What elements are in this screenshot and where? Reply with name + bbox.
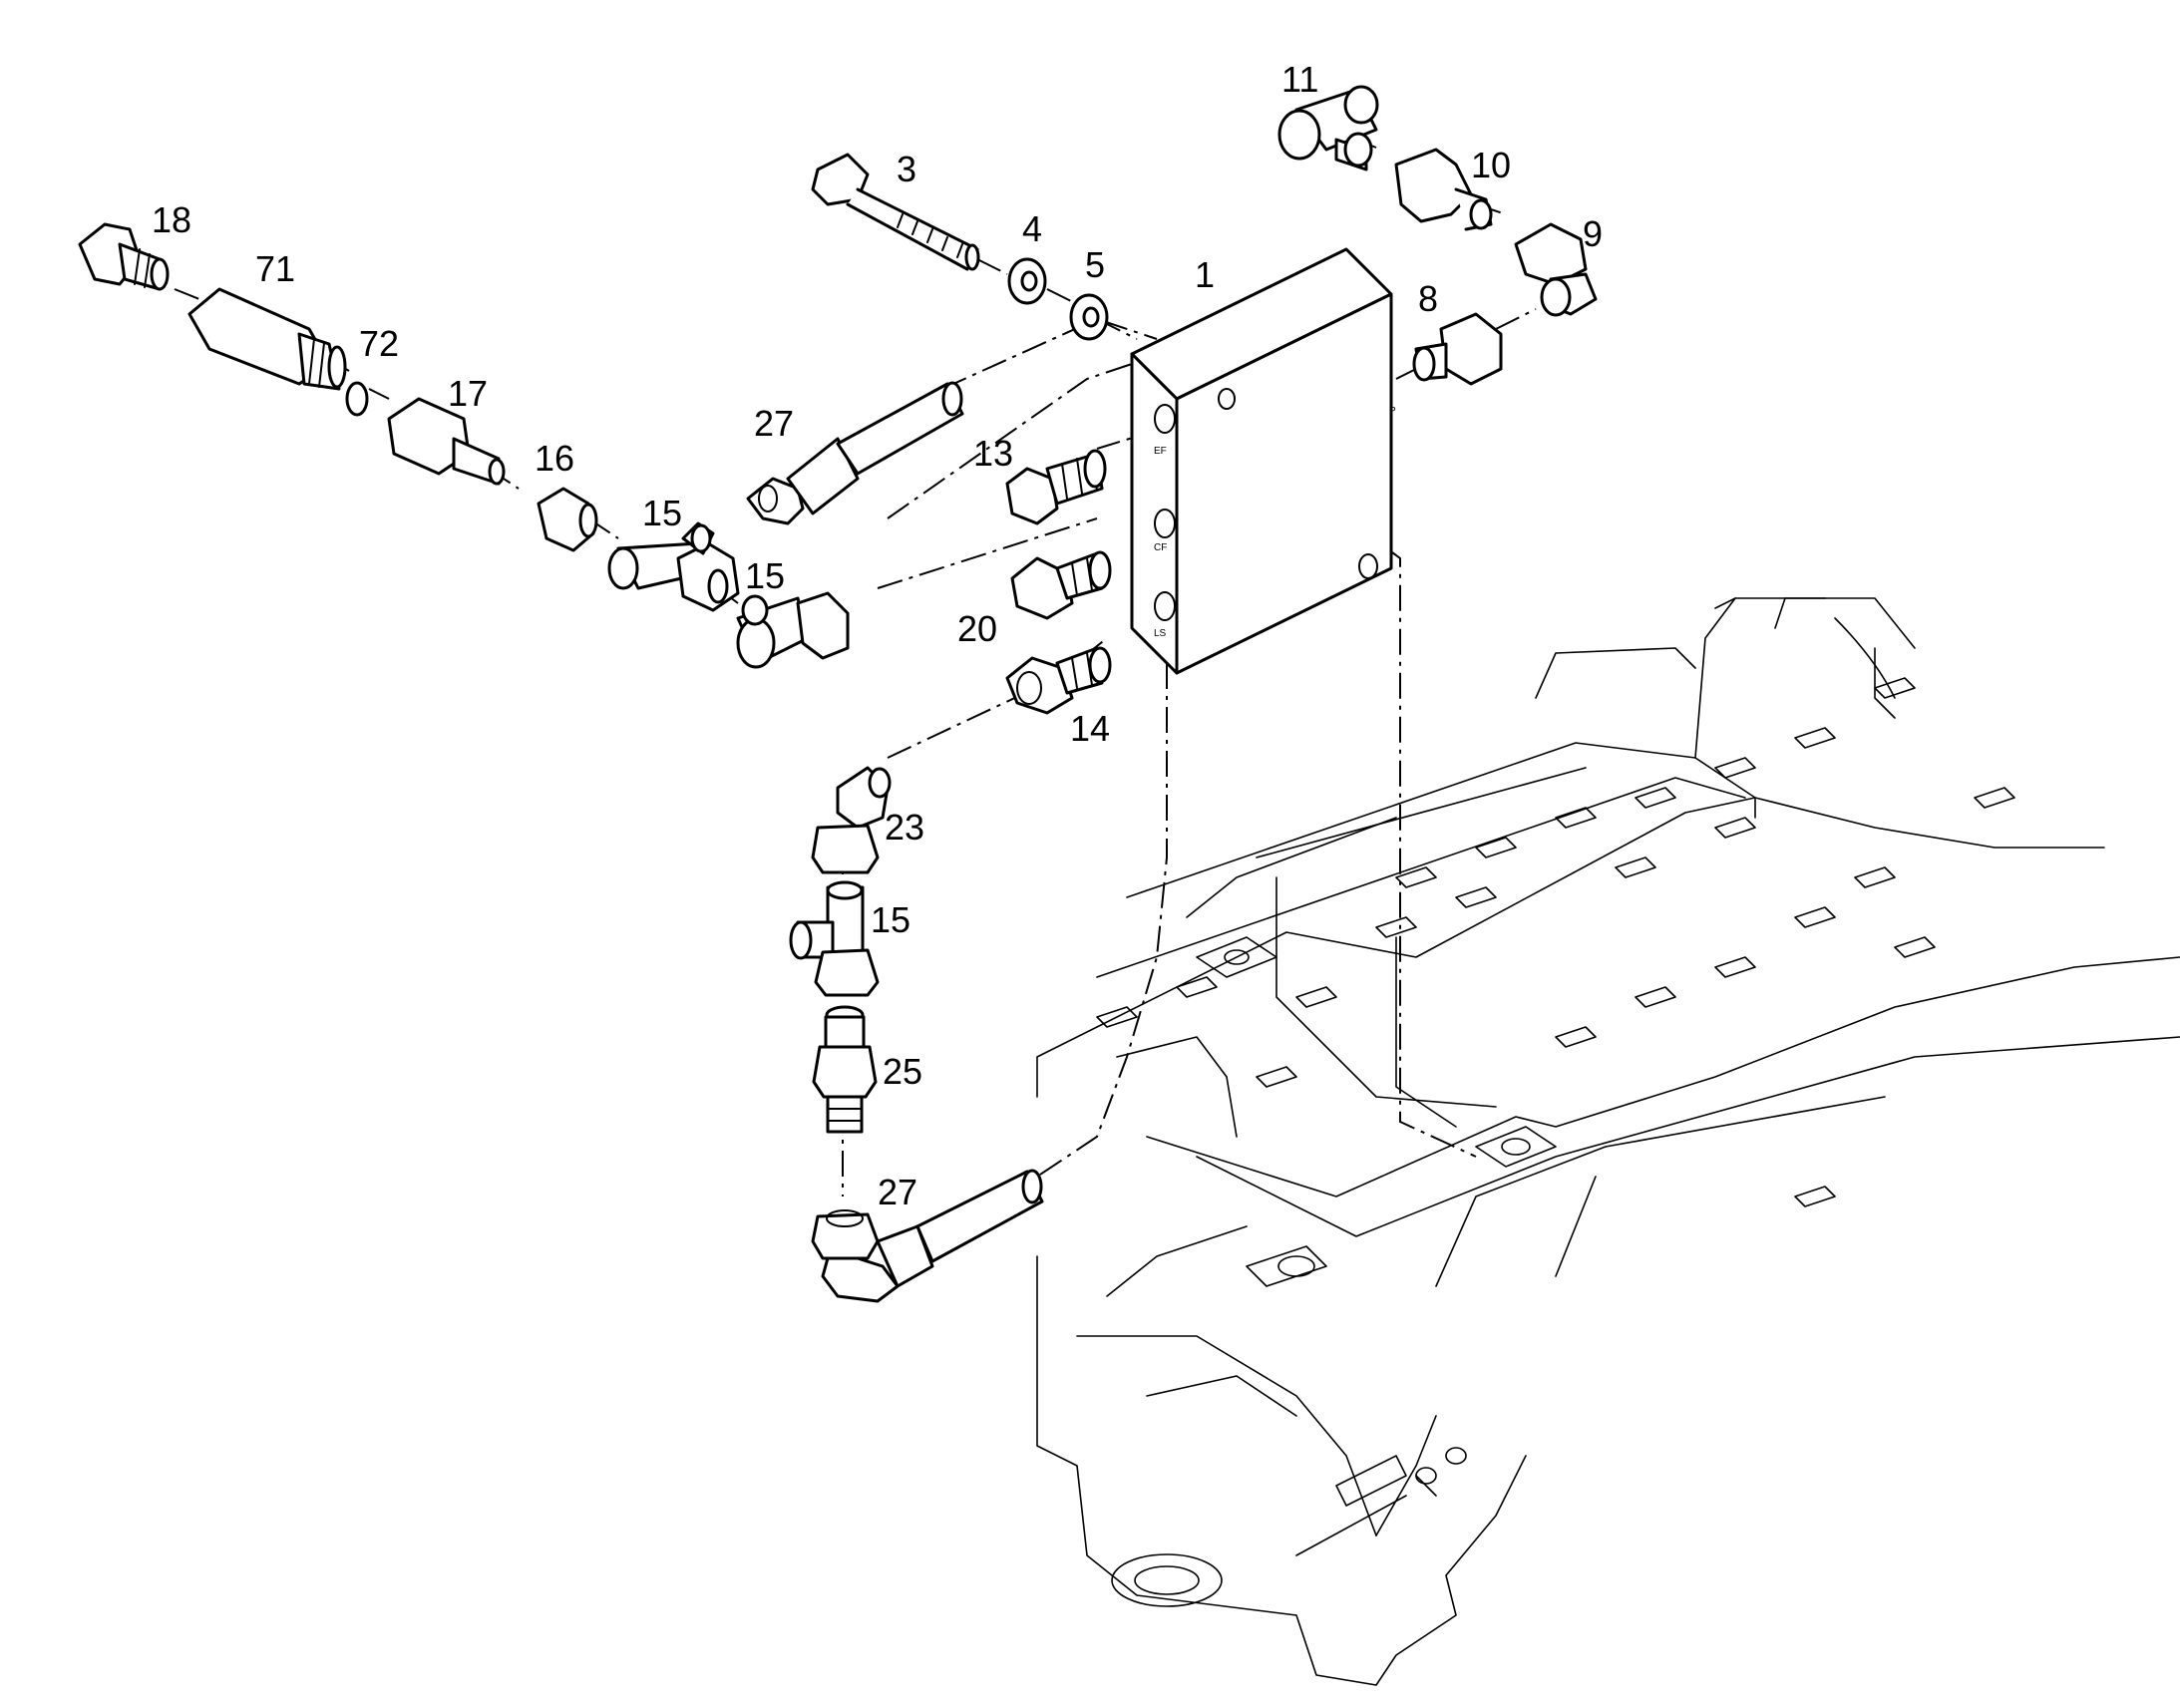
callout-9: 9 (1583, 213, 1603, 254)
callout-11: 11 (1281, 59, 1318, 100)
valve-part-71 (187, 287, 347, 391)
port-label-ef: EF (1154, 446, 1167, 457)
adapter-part-10 (1394, 148, 1493, 231)
o-ring-part-72 (345, 381, 369, 417)
callout-23: 23 (885, 807, 924, 848)
callout-13: 13 (973, 433, 1013, 474)
tee-part-15-lower (789, 880, 880, 997)
callout-27-upper: 27 (754, 403, 794, 444)
washer-part-4 (1007, 257, 1047, 305)
machine-frame (1036, 597, 2180, 1686)
callout-27-lower: 27 (878, 1172, 917, 1212)
manifold-block: EF CF LS P (1130, 247, 1396, 675)
elbow-part-23 (811, 766, 892, 874)
callout-3: 3 (897, 149, 916, 189)
callout-25: 25 (883, 1051, 922, 1092)
port-label-cf: CF (1154, 542, 1167, 553)
callout-16: 16 (535, 438, 574, 479)
union-part-25 (812, 1005, 878, 1134)
callout-15-upper: 15 (642, 493, 682, 533)
callout-17: 17 (448, 373, 488, 414)
elbow-part-9 (1514, 222, 1598, 317)
connector-part-14 (1005, 646, 1112, 715)
bolt-part-3 (811, 153, 980, 271)
fitting-part-18 (78, 222, 170, 291)
adapter-part-17 (387, 397, 506, 486)
washer-part-5 (1069, 293, 1109, 341)
fitting-part-13 (1005, 449, 1107, 525)
callout-5: 5 (1085, 244, 1105, 285)
hose-part-27-upper (746, 381, 964, 525)
tee-fitting-part-11 (1277, 85, 1379, 171)
callout-1: 1 (1195, 254, 1215, 295)
callout-labels: 1 3 4 5 8 9 10 11 13 14 15 15 15 16 17 1… (152, 59, 1603, 1212)
callout-4: 4 (1022, 208, 1042, 249)
elbow-part-15-middle (736, 591, 850, 669)
callout-14: 14 (1070, 708, 1110, 749)
callout-20: 20 (957, 608, 997, 649)
tee-part-15-upper (607, 521, 740, 612)
connector-part-8 (1412, 312, 1503, 386)
callout-10: 10 (1471, 145, 1511, 185)
callout-8: 8 (1418, 278, 1438, 319)
nut-part-16 (537, 487, 598, 552)
callout-18: 18 (152, 199, 191, 240)
fitting-part-20 (1010, 550, 1112, 620)
callout-15-middle: 15 (745, 555, 785, 596)
hose-part-27-lower (811, 1169, 1044, 1303)
callout-72: 72 (359, 323, 399, 364)
port-label-ls: LS (1154, 628, 1167, 639)
callout-71: 71 (255, 248, 295, 289)
callout-15-lower: 15 (871, 899, 910, 940)
port-label-p: P (1389, 406, 1396, 417)
